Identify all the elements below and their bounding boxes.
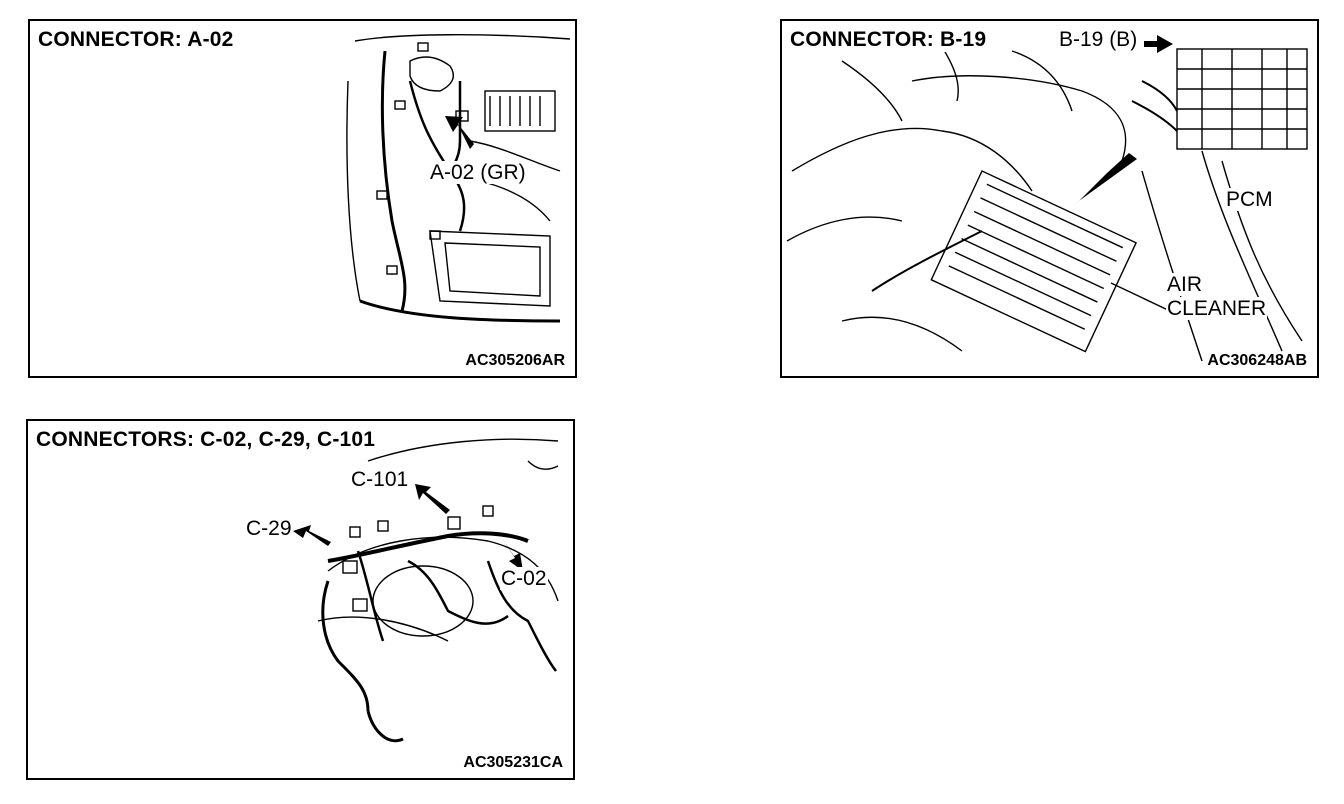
engine-bay-illustration-a xyxy=(346,34,571,323)
figure-code: AC305231CA xyxy=(463,754,563,771)
connector-label-c101: C-101 xyxy=(350,468,410,491)
figure-code: AC306248AB xyxy=(1207,352,1307,369)
panel-title: CONNECTORS: C-02, C-29, C-101 xyxy=(36,428,380,452)
engine-bay-illustration-b xyxy=(786,30,1308,362)
connector-label-a02: A-02 (GR) xyxy=(429,161,527,184)
panel-connector-b19: CONNECTOR: B-19 B-19 (B) PCM AIR CLEANER… xyxy=(780,19,1319,378)
cleaner-label: CLEANER xyxy=(1166,297,1268,320)
connector-label-c02: C-02 xyxy=(500,567,548,590)
figure-code: AC305206AR xyxy=(465,352,565,369)
air-label: AIR xyxy=(1166,273,1204,296)
panel-connector-a02: CONNECTOR: A-02 A-02 (GR) AC305206AR xyxy=(28,19,577,378)
panel-connectors-c02-c29-c101: CONNECTORS: C-02, C-29, C-101 C-101 C-29… xyxy=(26,419,575,780)
connector-label-c29: C-29 xyxy=(245,517,293,540)
panel-title: CONNECTOR: B-19 xyxy=(790,28,991,52)
pcm-label: PCM xyxy=(1225,188,1274,211)
panel-title: CONNECTOR: A-02 xyxy=(38,28,238,52)
dashboard-harness-illustration-c xyxy=(293,438,559,743)
connector-label-b19: B-19 (B) xyxy=(1058,28,1139,51)
